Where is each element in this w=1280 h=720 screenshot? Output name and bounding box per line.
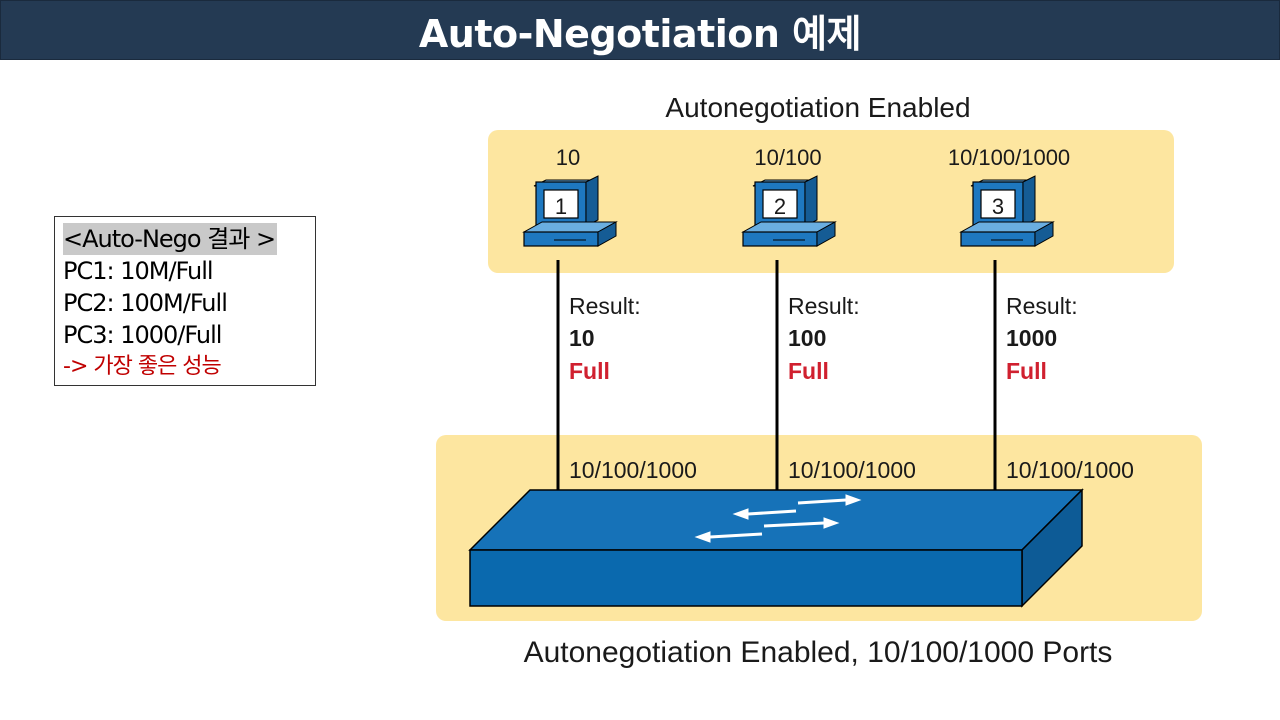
pc-number: 2: [774, 194, 786, 219]
result-box-header: <Auto-Nego 결과 >: [63, 223, 278, 255]
pc-speed-label: 10/100: [754, 145, 821, 170]
result-conclusion: -> 가장 좋은 성능: [63, 354, 222, 379]
title-bar: Auto-Negotiation 예제: [0, 0, 1280, 60]
result-speed: 1000: [1006, 325, 1057, 351]
page-title: Auto-Negotiation 예제: [418, 11, 862, 56]
switch-arrows-icon: [694, 494, 862, 543]
result-box: <Auto-Nego 결과 > PC1: 10M/Full PC2: 100M/…: [54, 216, 316, 386]
result-duplex: Full: [1006, 358, 1047, 384]
pc-number: 3: [992, 194, 1004, 219]
pc-speed-label: 10/100/1000: [948, 145, 1070, 170]
result-speed: 10: [569, 325, 595, 351]
switch-port-label: 10/100/1000: [788, 457, 916, 483]
switch-port-label: 10/100/1000: [569, 457, 697, 483]
pc-2: 10/100 2 Result: 100 Full 10/100/1000: [741, 145, 916, 483]
computer-icon: [522, 175, 618, 247]
result-line-pc1: PC1: 10M/Full: [63, 257, 214, 285]
result-line-pc2: PC2: 100M/Full: [63, 289, 228, 317]
computer-icon: [741, 175, 837, 247]
result-speed: 100: [788, 325, 826, 351]
pc-1: 10 1 Result: 10 Full 10/100/1000: [522, 145, 697, 483]
result-duplex: Full: [569, 358, 610, 384]
result-line-pc3: PC3: 1000/Full: [63, 321, 222, 349]
result-duplex: Full: [788, 358, 829, 384]
switch-top: [468, 489, 1084, 551]
pc-speed-label: 10: [556, 145, 580, 170]
pc-number: 1: [555, 194, 567, 219]
pc-3: 10/100/1000 3 Result: 1000 Full 10/100/1…: [948, 145, 1134, 483]
top-label: Autonegotiation Enabled: [665, 92, 970, 123]
result-label: Result:: [569, 293, 641, 319]
switch-icon: [468, 488, 1084, 608]
bottom-label: Autonegotiation Enabled, 10/100/1000 Por…: [524, 636, 1113, 669]
switch-port-label: 10/100/1000: [1006, 457, 1134, 483]
switch-front: [469, 549, 1023, 607]
computer-icon: [959, 175, 1055, 247]
result-label: Result:: [1006, 293, 1078, 319]
result-label: Result:: [788, 293, 860, 319]
